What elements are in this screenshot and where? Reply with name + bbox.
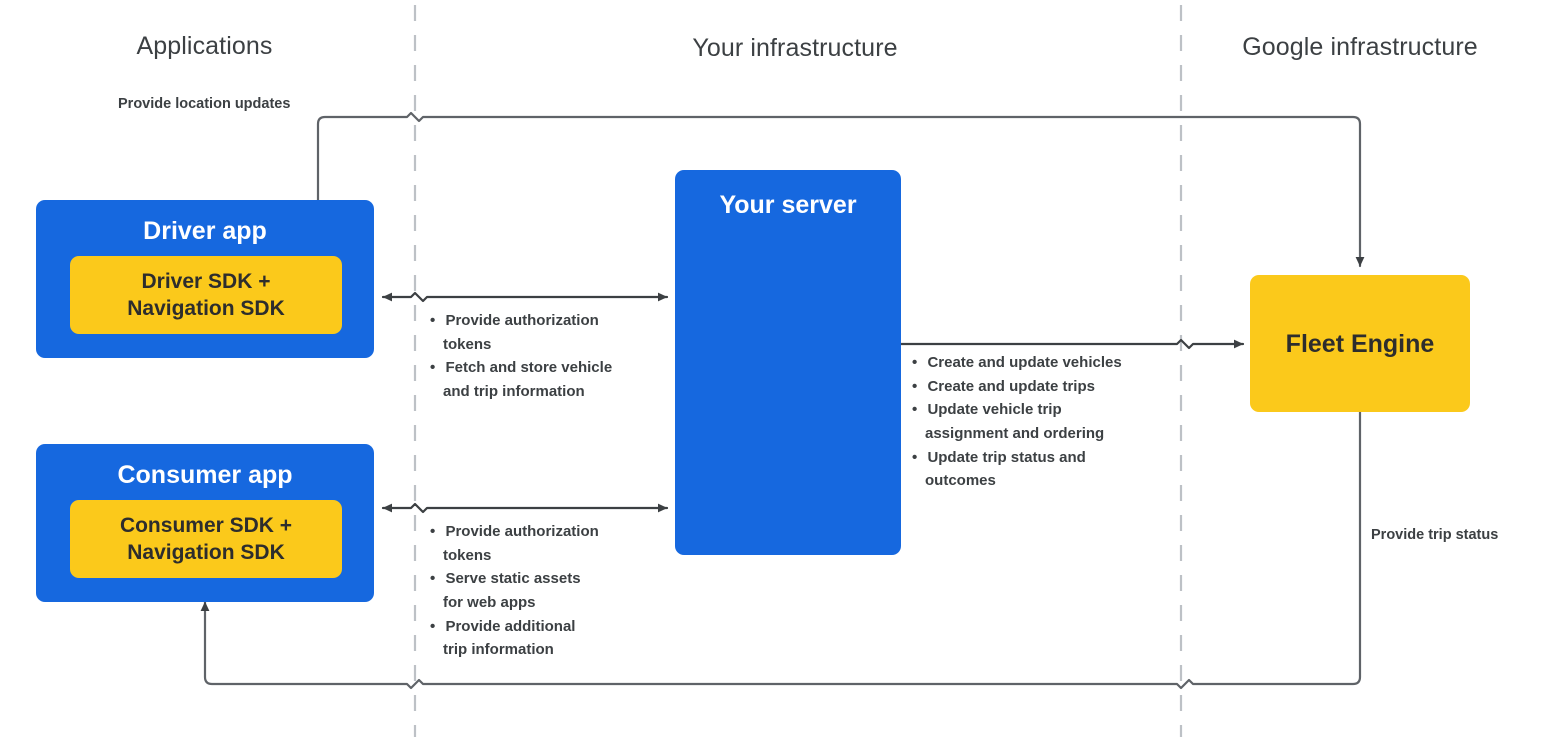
bullet-line-2: outcomes [925, 472, 996, 490]
list-item: Create and update trips [912, 375, 1172, 399]
node-driver-app[interactable]: Driver app Driver SDK + Navigation SDK [36, 200, 374, 358]
bullet-line-2: assignment and ordering [925, 425, 1105, 443]
bullet-line-2: trip information [443, 641, 554, 659]
bullet-line-1: Provide authorization [445, 312, 599, 329]
bullet-line-1: Provide additional [445, 617, 576, 635]
bullet-line-2: for web apps [443, 594, 536, 612]
bullet-list-server-to-fleet-engine: Create and update vehicles Create and up… [912, 351, 1172, 493]
node-driver-app-title: Driver app [143, 217, 267, 245]
edge-driver-app-your-server [381, 291, 669, 303]
column-header-google-infrastructure: Google infrastructure [1242, 33, 1478, 61]
column-header-your-infrastructure: Your infrastructure [692, 34, 898, 62]
node-your-server-title: Your server [719, 191, 857, 219]
list-item: Provide authorization tokens [430, 520, 665, 567]
list-item: Serve static assets for web apps [430, 567, 665, 614]
bullet-line-1: Fetch and store vehicle [445, 359, 613, 377]
list-item: Create and update vehicles [912, 351, 1172, 375]
node-consumer-sdk-line2: Navigation SDK [127, 540, 285, 564]
list-item: Provide authorization tokens [430, 309, 665, 356]
list-item: Fetch and store vehicle and trip informa… [430, 356, 665, 403]
node-driver-sdk-line1: Driver SDK + [141, 270, 271, 293]
bullet-line-2: tokens [443, 546, 492, 564]
bullet-line-1: Update trip status and [927, 448, 1086, 466]
node-fleet-engine-title: Fleet Engine [1285, 330, 1435, 358]
bullet-line-2: tokens [443, 335, 492, 353]
edge-consumer-app-your-server [381, 502, 669, 514]
bullet-line-1: Serve static assets [445, 570, 581, 588]
edge-your-server-fleet-engine [899, 338, 1245, 350]
node-your-server[interactable]: Your server [675, 170, 901, 555]
list-item: Update vehicle trip assignment and order… [912, 398, 1172, 445]
bullet-line-1: Update vehicle trip [927, 401, 1062, 419]
edge-label-provide-location-updates: Provide location updates [118, 96, 291, 112]
node-driver-sdk[interactable]: Driver SDK + Navigation SDK [70, 256, 342, 334]
node-consumer-sdk-label: Consumer SDK + Navigation SDK [70, 513, 342, 567]
node-consumer-app-title: Consumer app [117, 461, 293, 489]
bullet-list-consumer-to-server: Provide authorization tokens Serve stati… [430, 520, 665, 662]
node-fleet-engine[interactable]: Fleet Engine [1250, 275, 1470, 412]
list-item: Provide additional trip information [430, 615, 665, 662]
node-driver-sdk-line2: Navigation SDK [127, 296, 285, 320]
node-driver-sdk-label: Driver SDK + Navigation SDK [70, 269, 342, 323]
node-consumer-sdk-line1: Consumer SDK + [119, 514, 293, 537]
bullet-line-1: Provide authorization [445, 523, 599, 540]
edge-label-provide-trip-status: Provide trip status [1371, 527, 1499, 543]
list-item: Update trip status and outcomes [912, 446, 1172, 493]
column-header-applications: Applications [136, 32, 273, 60]
node-consumer-sdk[interactable]: Consumer SDK + Navigation SDK [70, 500, 342, 578]
bullet-line-1: Create and update trips [927, 377, 1095, 395]
bullet-line-1: Create and update vehicles [927, 354, 1122, 371]
bullet-line-2: and trip information [443, 383, 585, 401]
bullet-list-driver-to-server: Provide authorization tokens Fetch and s… [430, 309, 665, 404]
node-consumer-app[interactable]: Consumer app Consumer SDK + Navigation S… [36, 444, 374, 602]
